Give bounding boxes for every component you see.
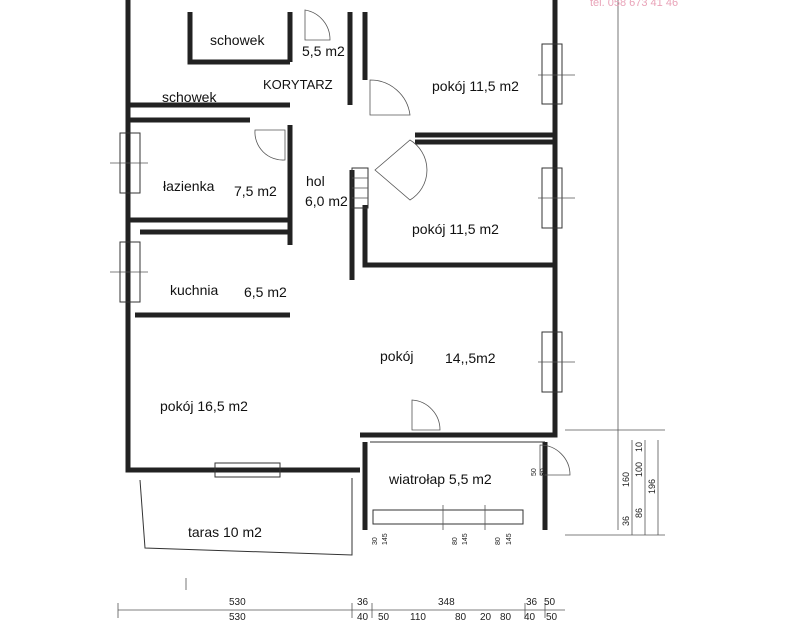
room-label-pokoj-top: pokój 11,5 m2 bbox=[432, 78, 519, 94]
dim-bottom-1-0: 530 bbox=[229, 597, 246, 608]
room-name-hol: hol bbox=[306, 173, 325, 189]
dim-right-1: 100 bbox=[634, 461, 644, 477]
dim-bottom-1-1: 36 bbox=[357, 597, 369, 608]
room-label-wiatrolap: wiatrołap 5,5 m2 bbox=[389, 471, 492, 487]
phone-number: tel. 058 673 41 46 bbox=[590, 0, 679, 9]
dim-bottom-1-3: 36 bbox=[526, 597, 538, 608]
door-vestibule bbox=[539, 444, 571, 476]
dim-bottom-2-0: 530 bbox=[229, 612, 246, 623]
dim-right-2: 10 bbox=[634, 441, 644, 452]
door-living bbox=[411, 399, 441, 431]
dim-right-0: 160 bbox=[621, 471, 631, 487]
vestibule-wall bbox=[362, 442, 548, 530]
win-mark-1: 145 bbox=[382, 533, 389, 545]
storage-partition bbox=[187, 12, 290, 65]
room-name-pokoj-big: pokój bbox=[380, 348, 414, 364]
win-mark-0: 30 bbox=[372, 537, 379, 545]
dim-bottom-2-1: 40 bbox=[357, 612, 369, 623]
dim-bottom-2-6: 80 bbox=[500, 612, 512, 623]
room-name-schowek-upper: schowek bbox=[210, 32, 265, 48]
room-area-hol: 6,0 m2 bbox=[305, 193, 348, 209]
room-label-pokoj-mid: pokój 11,5 m2 bbox=[412, 221, 499, 237]
dim-bottom-2-2: 50 bbox=[378, 612, 390, 623]
dim-bottom-1-4: 50 bbox=[544, 597, 556, 608]
win-mark-6: 50 bbox=[531, 468, 538, 476]
dim-bottom-2-4: 80 bbox=[455, 612, 467, 623]
room-name-korytarz: KORYTARZ bbox=[263, 77, 333, 92]
dim-bottom-2-8: 50 bbox=[546, 612, 558, 623]
win-mark-4: 80 bbox=[495, 537, 502, 545]
door-mid-room bbox=[374, 139, 428, 201]
room-name-schowek-lower: schowek bbox=[162, 89, 217, 105]
dim-bottom-2-7: 40 bbox=[524, 612, 536, 623]
bottom-dimension-lines bbox=[117, 603, 565, 618]
win-mark-5: 145 bbox=[506, 533, 513, 545]
win-mark-2: 80 bbox=[452, 537, 459, 545]
east-wall bbox=[360, 0, 558, 438]
dim-right-3: 36 bbox=[621, 515, 631, 526]
room-label-pokoj-left: pokój 16,5 m2 bbox=[160, 398, 248, 414]
room-area-pokoj-big: 14,,5m2 bbox=[445, 350, 496, 366]
dim-bottom-2-5: 20 bbox=[480, 612, 492, 623]
room-label-taras: taras 10 m2 bbox=[188, 524, 262, 540]
door-storage bbox=[304, 9, 331, 41]
room-name-kuchnia: kuchnia bbox=[170, 282, 219, 298]
dim-bottom-1-2: 348 bbox=[438, 597, 455, 608]
dim-right-4: 86 bbox=[634, 507, 644, 518]
room-name-lazienka: łazienka bbox=[163, 178, 215, 194]
door-bathroom bbox=[254, 129, 286, 161]
right-dimension-lines bbox=[565, 0, 665, 536]
win-mark-3: 145 bbox=[462, 533, 469, 545]
outer-wall bbox=[125, 0, 360, 473]
dim-right-5: 196 bbox=[647, 478, 657, 494]
door-top-room bbox=[369, 79, 411, 116]
win-mark-7: 80 bbox=[540, 468, 547, 476]
hall-radiator bbox=[351, 167, 369, 209]
room-area-lazienka: 7,5 m2 bbox=[234, 183, 277, 199]
mid-room-left-wall bbox=[362, 205, 555, 268]
room-area-schowek-upper: 5,5 m2 bbox=[302, 43, 345, 59]
dim-bottom-2-3: 110 bbox=[410, 612, 426, 623]
terrace-outline bbox=[139, 478, 353, 556]
windows bbox=[110, 43, 575, 530]
room-area-kuchnia: 6,5 m2 bbox=[244, 284, 287, 300]
